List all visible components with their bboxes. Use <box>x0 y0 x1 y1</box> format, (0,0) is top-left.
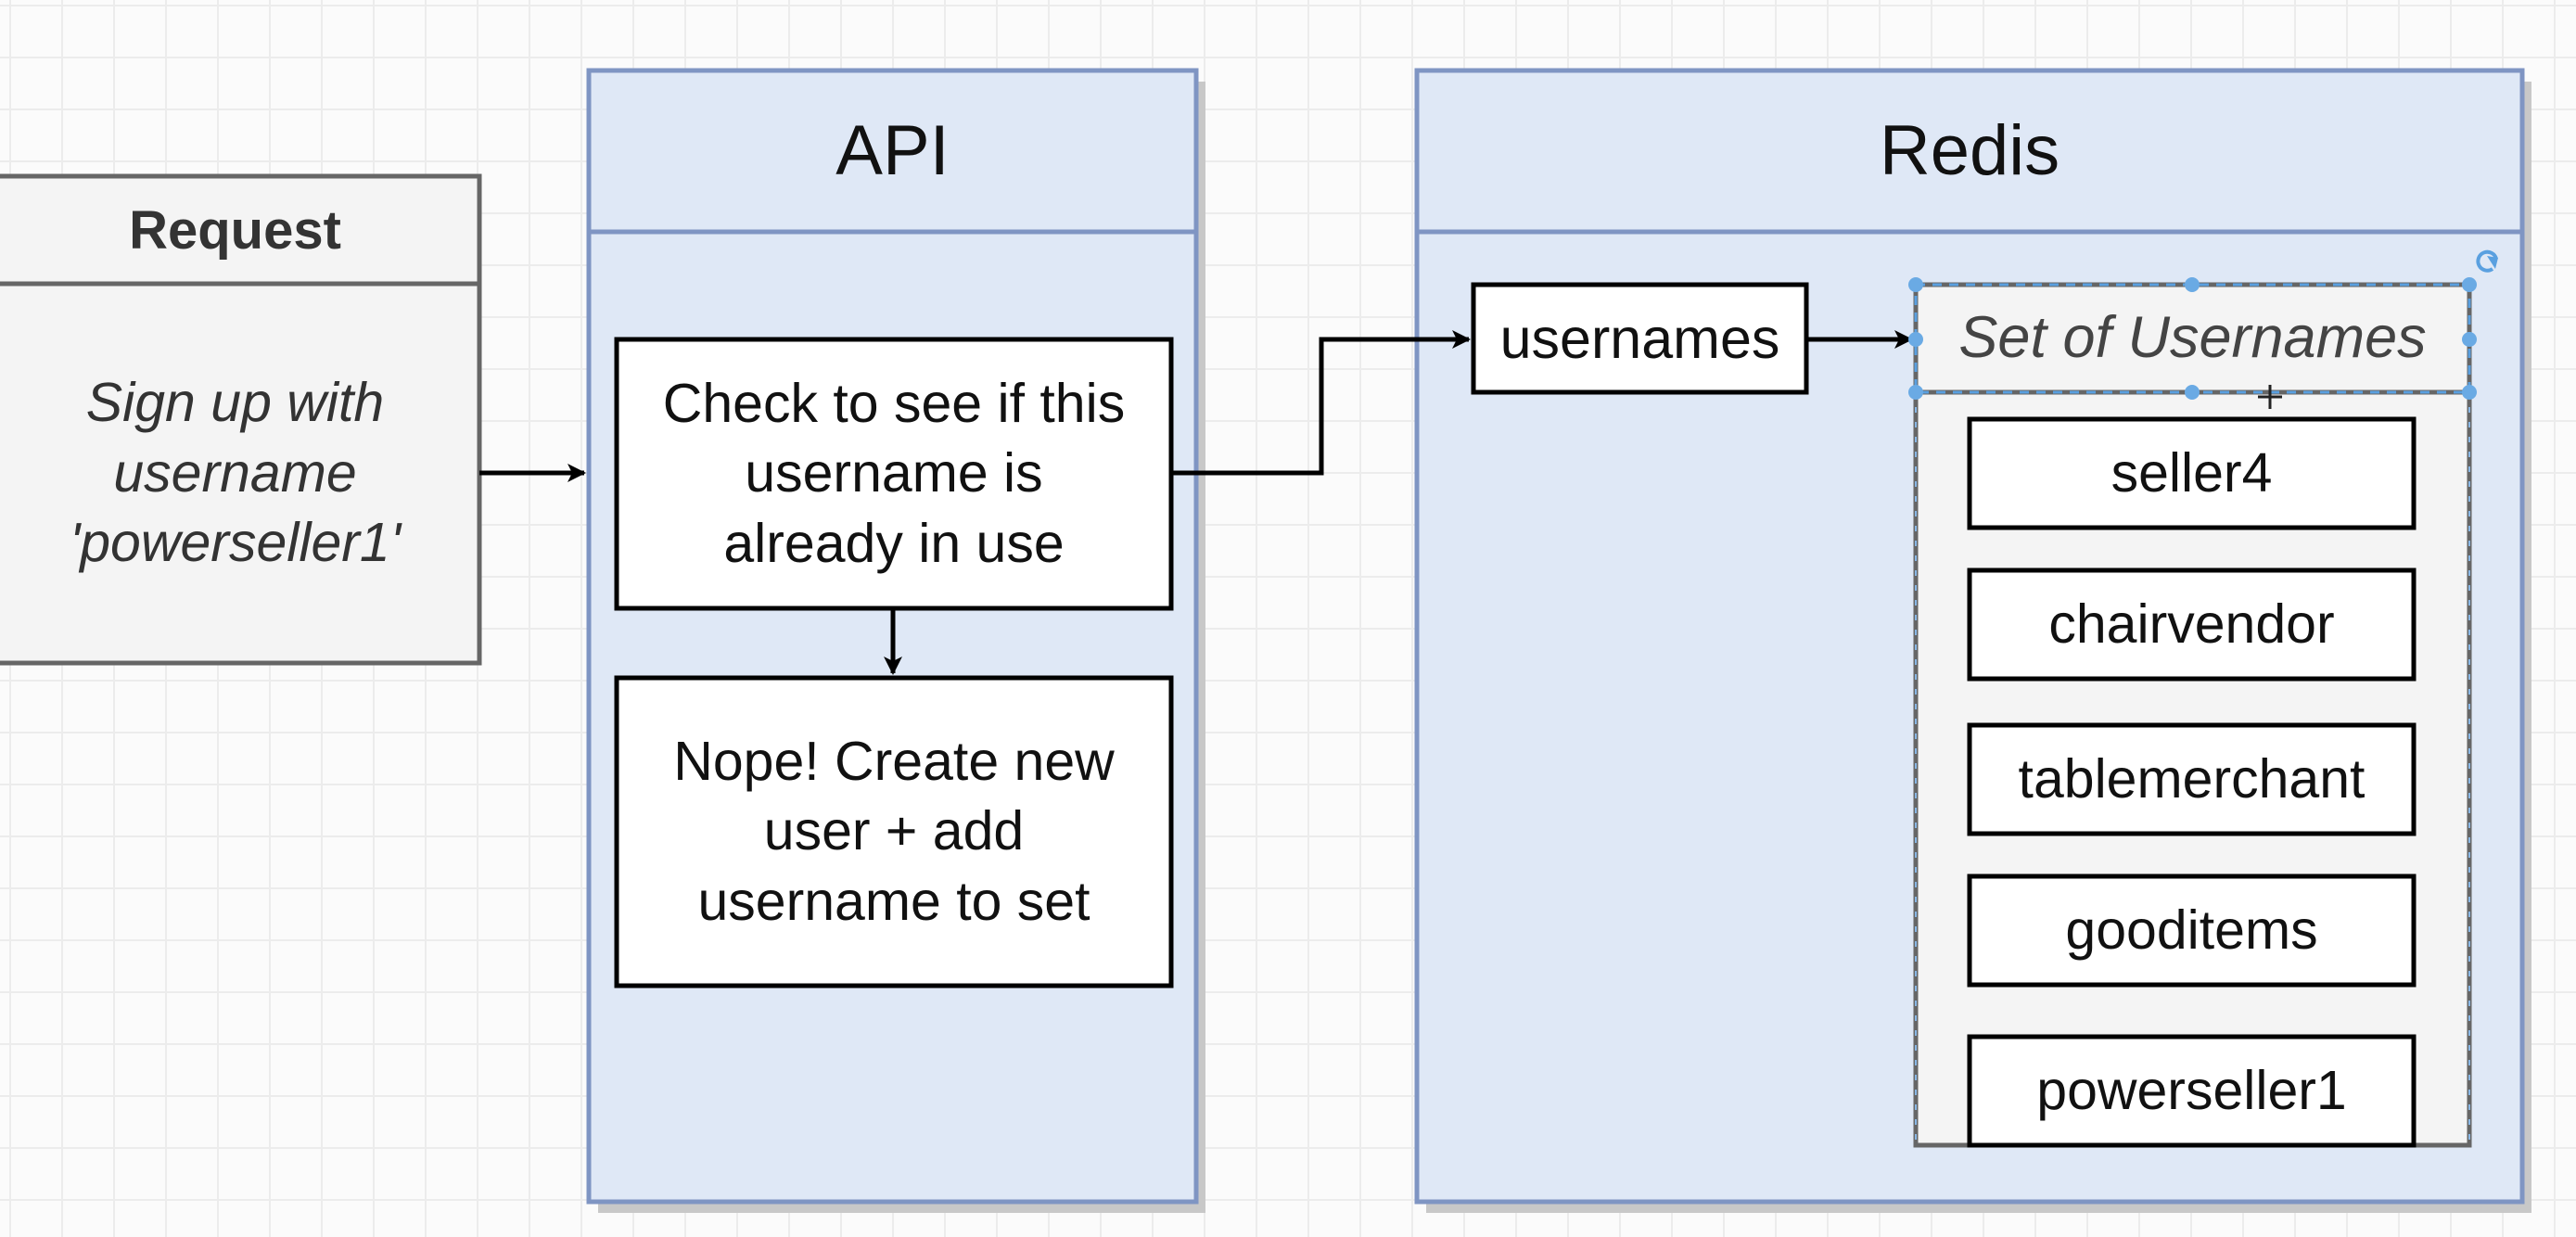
request-swimlane[interactable] <box>0 173 482 666</box>
set-member-label: seller4 <box>2111 441 2273 504</box>
set-member-label: chairvendor <box>2048 593 2335 655</box>
check-username-label: Check to see if this username is already… <box>662 372 1126 574</box>
move-cursor-icon <box>2258 385 2282 409</box>
usernames-key-box[interactable] <box>1471 282 1809 395</box>
rotate-handle-icon[interactable] <box>2476 249 2498 273</box>
check-username-box[interactable] <box>614 337 1174 611</box>
set-member-label: powerseller1 <box>2036 1059 2347 1121</box>
set-member-box[interactable] <box>1967 722 2417 836</box>
redis-title: Redis <box>1879 110 2060 190</box>
api-title: API <box>835 110 950 190</box>
set-member-label: tablemerchant <box>2018 747 2366 810</box>
set-title: Set of Usernames <box>1958 305 2427 371</box>
set-container[interactable] <box>1913 282 2472 1148</box>
redis-key-label: usernames <box>1499 306 1780 370</box>
set-member-label: gooditems <box>2065 899 2318 961</box>
set-member-box[interactable] <box>1967 1034 2417 1148</box>
create-user-label: Nope! Create new user + add username to … <box>673 730 1115 932</box>
request-description: Sign up with username 'powerseller1' <box>69 372 402 574</box>
check-to-redis-arrow[interactable] <box>1171 330 1471 476</box>
selection-handle[interactable] <box>1908 277 2477 400</box>
request-title: Request <box>129 199 341 261</box>
set-member-box[interactable] <box>1967 567 2417 682</box>
create-user-box[interactable] <box>614 675 1174 988</box>
set-member-box[interactable] <box>1967 874 2417 988</box>
set-member-box[interactable] <box>1967 416 2417 530</box>
